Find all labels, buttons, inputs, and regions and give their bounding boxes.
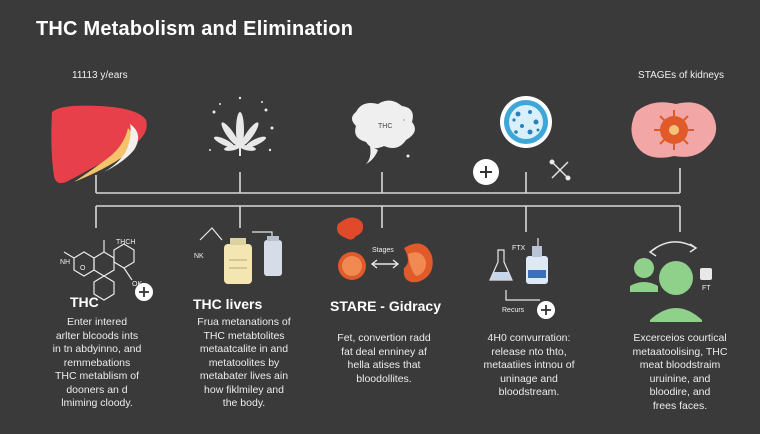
liver-icon <box>51 105 147 184</box>
recurs-label: Recurs <box>502 307 525 314</box>
plus-circle-icon <box>135 283 153 301</box>
chemical-structure-icon <box>63 240 135 301</box>
page-title: THC Metabolism and Elimination <box>36 18 354 40</box>
body-line: fat deal enniney af <box>341 345 427 358</box>
cross-arrows-icon <box>549 159 571 181</box>
body-line: metabater lives ain <box>199 370 289 382</box>
chem-o-label: O <box>80 265 86 272</box>
brain-icon <box>352 100 415 164</box>
person-icon <box>630 258 712 322</box>
timeline-years-label: 11113 y/ears <box>72 70 128 81</box>
kidney-icon <box>337 217 433 283</box>
chem-ok-label: OK <box>132 281 142 288</box>
ft-label: FT <box>702 285 711 292</box>
body-line: metaatoolising, THC <box>632 345 728 358</box>
column-3-title: STARE - Gidracy <box>330 298 441 314</box>
leaf-cloud-label: THC <box>378 123 392 130</box>
body-line: bloodstream. <box>498 386 560 398</box>
column-5-body: Excerceios courtical metaatoolising, THC… <box>610 332 750 413</box>
body-line: uninage and <box>500 372 558 385</box>
column-2-title: THC livers <box>193 296 263 312</box>
body-line: bloodire, and <box>649 386 711 398</box>
stages-label: Stages <box>372 247 394 254</box>
body-line: bloodollites. <box>356 372 412 385</box>
body-line: THC metabtolites <box>203 329 285 342</box>
bidirectional-arrow-icon <box>370 259 400 269</box>
column-1-body: Enter intered arlter blcoods ints in tn … <box>30 316 164 411</box>
body-line: Excerceios courtical <box>633 332 727 344</box>
body-line: metaatcalite in and <box>199 343 289 355</box>
body-line: hella atises that <box>347 359 421 371</box>
column-4-body: 4H0 convurration: release nto thto, meta… <box>460 332 598 400</box>
body-line: meat bloodstraim <box>639 359 721 371</box>
column-3-body: Fet, convertion radd fat deal enniney af… <box>318 332 450 386</box>
body-line: remmebations <box>63 356 131 369</box>
plus-circle-icon <box>537 301 555 319</box>
lab-flasks-icon <box>489 238 548 301</box>
kidney-stages-label: STAGEs of kidneys <box>638 70 724 81</box>
kidney-tissue-icon <box>631 102 717 158</box>
plus-circle-icon <box>473 159 499 185</box>
body-line: release nto thto, <box>491 345 567 358</box>
cycle-arrow-icon <box>648 241 698 257</box>
body-line: uruinine, and <box>649 372 711 385</box>
body-line: how fiklmiley and <box>204 383 284 396</box>
body-line: THC metablism of <box>54 370 139 382</box>
body-line: Frua metanations of <box>197 316 291 328</box>
body-line: dooners an d <box>66 383 128 396</box>
body-line: frees faces. <box>652 399 708 412</box>
ftx-label: FTX <box>512 245 526 252</box>
bottles-icon <box>199 227 282 284</box>
connector-lines <box>95 168 681 232</box>
column-2-body: Frua metanations of THC metabtolites met… <box>178 316 310 411</box>
body-line: Fet, convertion radd <box>337 332 431 344</box>
cell-icon <box>500 96 552 148</box>
body-line: lmiming cloody. <box>61 397 133 409</box>
body-line: metatoolites by <box>208 356 280 369</box>
chem-nh-label: NH <box>60 259 70 266</box>
body-line: in tn abdyinno, and <box>52 343 142 355</box>
body-line: Enter intered <box>66 316 128 328</box>
body-line: arlter blcoods ints <box>55 329 139 342</box>
body-line: 4H0 convurration: <box>487 332 571 344</box>
body-line: the body. <box>222 397 266 409</box>
cannabis-leaf-icon <box>209 96 274 156</box>
chem-thch-label: THCH <box>116 239 135 246</box>
body-line: metaatiies intnou of <box>483 359 575 371</box>
vial-nk-label: NK <box>194 253 204 260</box>
column-1-title: THC <box>70 294 99 310</box>
